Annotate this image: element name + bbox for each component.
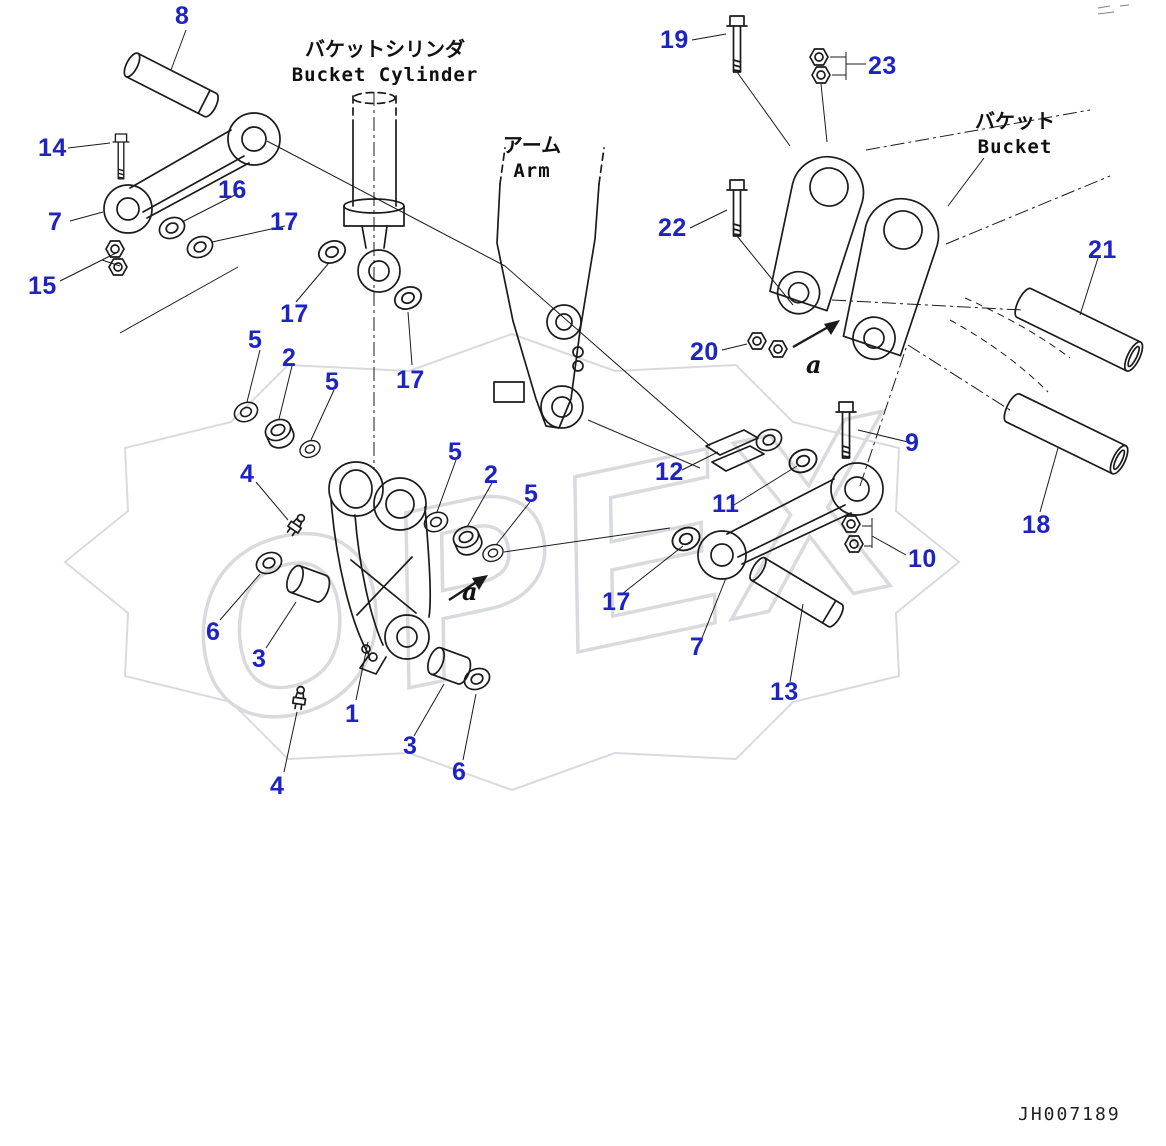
bucket-cylinder-label: バケットシリンダ Bucket Cylinder [270,36,500,89]
callout-number[interactable]: 13 [770,678,799,706]
callout-number[interactable]: 10 [908,545,937,573]
callout-number[interactable]: 4 [240,460,255,488]
pin-18 [1003,392,1129,475]
arm-label-jp: アーム [502,133,562,157]
leader-lines [59,29,1099,773]
callout-number[interactable]: 3 [403,732,418,760]
callout-number[interactable]: 5 [248,326,263,354]
watermark-gear-outline [63,332,961,792]
bucket-cylinder-label-en: Bucket Cylinder [291,64,479,86]
nut-20 [747,332,788,358]
callout-number[interactable]: 9 [905,429,920,457]
callout-number[interactable]: 1 [345,700,360,728]
view-arrow-center [448,575,488,602]
construction-lines [119,71,1023,553]
pin-8 [123,52,219,118]
callout-number[interactable]: 21 [1088,236,1117,264]
callout-number[interactable]: 7 [690,633,705,661]
callout-number[interactable]: 16 [218,176,247,204]
bucket-label: バケット Bucket [955,108,1075,161]
callout-number[interactable]: 14 [38,134,67,162]
nut-15 [105,240,128,276]
arm [493,147,605,429]
callout-number[interactable]: 6 [206,618,221,646]
washer-17-c [390,281,426,315]
pin-13 [749,556,844,628]
bolt-19 [726,15,748,73]
bolt-22 [726,179,748,237]
bucket-label-jp: バケット [975,109,1055,133]
ring-5-b [296,436,324,462]
drawing-number: JH007189 [1018,1104,1121,1125]
washer-17-a [183,231,217,263]
link-7-left [103,112,281,234]
view-arrow-right [792,320,840,349]
callout-number[interactable]: 18 [1022,511,1051,539]
nut-23 [809,48,831,84]
bushing-2-b [452,525,483,556]
bucket-label-en: Bucket [977,136,1053,158]
callout-number[interactable]: 23 [868,52,897,80]
washer-16 [155,212,189,244]
callout-number[interactable]: 17 [602,588,631,616]
callout-number[interactable]: 6 [452,758,467,786]
callout-number[interactable]: 5 [524,480,539,508]
view-a-label-right: a [806,350,822,379]
bushing-2-a [264,418,295,449]
bucket-bracket [769,109,1111,393]
washer-17-b [314,235,350,269]
bucket-cylinder-label-jp: バケットシリンダ [305,37,465,61]
callout-number[interactable]: 2 [484,461,499,489]
arm-label: アーム Arm [487,132,577,185]
ring-5-a [230,397,262,427]
corner-marks [1097,4,1130,15]
link-7-right [697,462,884,580]
callout-number[interactable]: 22 [658,214,687,242]
callout-number[interactable]: 8 [175,2,190,30]
callout-number[interactable]: 17 [396,366,425,394]
callout-number[interactable]: 17 [280,300,309,328]
arm-label-en: Arm [513,160,551,182]
callout-number[interactable]: 20 [690,338,719,366]
callout-number[interactable]: 11 [712,490,740,518]
link-assembly-1 [328,461,432,675]
callout-number[interactable]: 5 [325,368,340,396]
pin-21 [1014,287,1144,372]
callout-number[interactable]: 2 [282,344,297,372]
callout-number[interactable]: 4 [270,772,285,800]
bolt-14 [112,133,130,180]
callout-number[interactable]: 19 [660,26,689,54]
callout-number[interactable]: 3 [252,645,267,673]
callout-number[interactable]: 5 [448,438,463,466]
bucket-cylinder [343,91,405,470]
callout-number[interactable]: 7 [48,208,63,236]
callout-number[interactable]: 17 [270,208,299,236]
callout-number[interactable]: 12 [655,458,684,486]
callout-number[interactable]: 15 [28,272,57,300]
view-a-label-center: a [462,577,478,606]
